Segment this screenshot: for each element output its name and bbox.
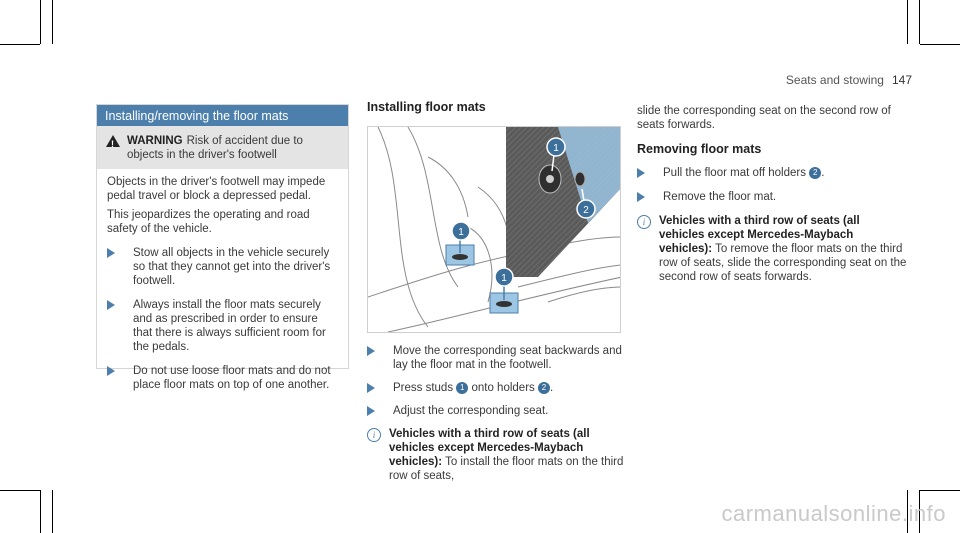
note-heading: Vehicles with a third row of seats (all … (659, 215, 860, 255)
list-item: Do not use loose floor mats and do not p… (107, 364, 338, 392)
callout-badge: 1 (546, 137, 566, 157)
arrow-bullet-icon (637, 168, 645, 178)
crop-mark (907, 490, 908, 533)
crop-mark (920, 490, 960, 491)
callout-badge: 1 (494, 267, 514, 287)
warning-triangle-icon (106, 135, 120, 147)
floor-mat-illustration: 1 2 1 1 (367, 126, 621, 333)
warning-body: Objects in the driver's footwell may imp… (97, 169, 348, 398)
installing-section: Installing floor mats (367, 100, 622, 114)
installing-steps: Move the corresponding seat backwards an… (367, 344, 625, 483)
list-item: Press studs 1 onto holders 2. (367, 381, 625, 395)
arrow-bullet-icon (367, 346, 375, 356)
exclamation-icon: ! (111, 139, 114, 149)
arrow-bullet-icon (107, 300, 115, 310)
crop-mark (0, 490, 40, 491)
list-item-text: onto holders (471, 382, 535, 394)
arrow-bullet-icon (107, 366, 115, 376)
info-note: i Vehicles with a third row of seats (al… (367, 427, 625, 483)
arrow-bullet-icon (107, 248, 115, 258)
list-item-text: Do not use loose floor mats and do not p… (133, 365, 331, 391)
page-number: 147 (891, 73, 912, 87)
page-header: Seats and stowing 147 (786, 73, 912, 87)
callout-badge: 1 (451, 221, 471, 241)
list-item: Move the corresponding seat backwards an… (367, 344, 625, 372)
list-item: Stow all objects in the vehicle securely… (107, 246, 338, 288)
svg-text:2: 2 (583, 205, 589, 216)
note-text: To remove the floor mats on the third ro… (659, 243, 907, 283)
section-heading: Installing floor mats (367, 100, 486, 114)
section-heading: Removing floor mats (637, 142, 762, 156)
continued-text: slide the corresponding seat on the seco… (637, 105, 891, 131)
info-note: i Vehicles with a third row of seats (al… (637, 214, 907, 284)
callout-badge: 2 (576, 199, 596, 219)
list-item-text: . (549, 382, 554, 394)
section-heading: Installing/removing the floor mats (97, 105, 348, 126)
footwell-drawing: 1 2 1 1 (368, 127, 620, 332)
warning-paragraph: This jeopardizes the operating and road … (107, 209, 310, 235)
crop-mark (0, 44, 40, 45)
arrow-bullet-icon (637, 192, 645, 202)
crop-mark (919, 0, 920, 44)
crop-mark (52, 490, 53, 533)
removing-section: slide the corresponding seat on the seco… (637, 104, 907, 284)
list-item-text: Stow all objects in the vehicle securely… (133, 247, 331, 287)
list-item: Pull the floor mat off holders 2. (637, 166, 907, 180)
arrow-bullet-icon (367, 383, 375, 393)
info-icon: i (637, 215, 651, 229)
crop-mark (919, 490, 920, 533)
list-item: Adjust the corresponding seat. (367, 404, 625, 418)
list-item-text: Move the corresponding seat backwards an… (393, 345, 622, 371)
warning-panel: Installing/removing the floor mats ! WAR… (96, 104, 349, 391)
callout-badge: 1 (456, 382, 469, 394)
section-title: Seats and stowing (785, 73, 884, 87)
list-item-text: . (821, 167, 825, 179)
crop-mark (52, 0, 53, 44)
crop-mark (907, 0, 908, 44)
list-item-text: Pull the floor mat off holders (663, 167, 806, 179)
svg-text:1: 1 (458, 227, 464, 238)
crop-mark (920, 44, 960, 45)
callout-badge: 2 (809, 167, 822, 179)
watermark: carmanualsonline.info (721, 501, 946, 526)
crop-mark (40, 0, 41, 44)
warning-label: WARNING (127, 135, 183, 147)
info-icon: i (367, 428, 381, 442)
svg-text:1: 1 (553, 143, 559, 154)
callout-badge: 2 (537, 382, 550, 394)
crop-mark (40, 490, 41, 533)
list-item-text: Remove the floor mat. (663, 191, 777, 203)
list-item-text: Adjust the corresponding seat. (393, 405, 549, 417)
arrow-bullet-icon (367, 406, 375, 416)
svg-text:1: 1 (501, 273, 507, 284)
list-item: Remove the floor mat. (637, 190, 907, 204)
warning-paragraph: Objects in the driver's footwell may imp… (107, 176, 326, 202)
list-item: Always install the floor mats securely a… (107, 298, 338, 354)
list-item-text: Always install the floor mats securely a… (133, 299, 326, 353)
note-text: To install the floor mats on the third r… (389, 456, 624, 482)
list-item-text: Press studs (393, 382, 454, 394)
warning-title: Risk of accident due to objects in the d… (127, 135, 303, 161)
note-heading: Vehicles with a third row of seats (all … (389, 428, 590, 468)
